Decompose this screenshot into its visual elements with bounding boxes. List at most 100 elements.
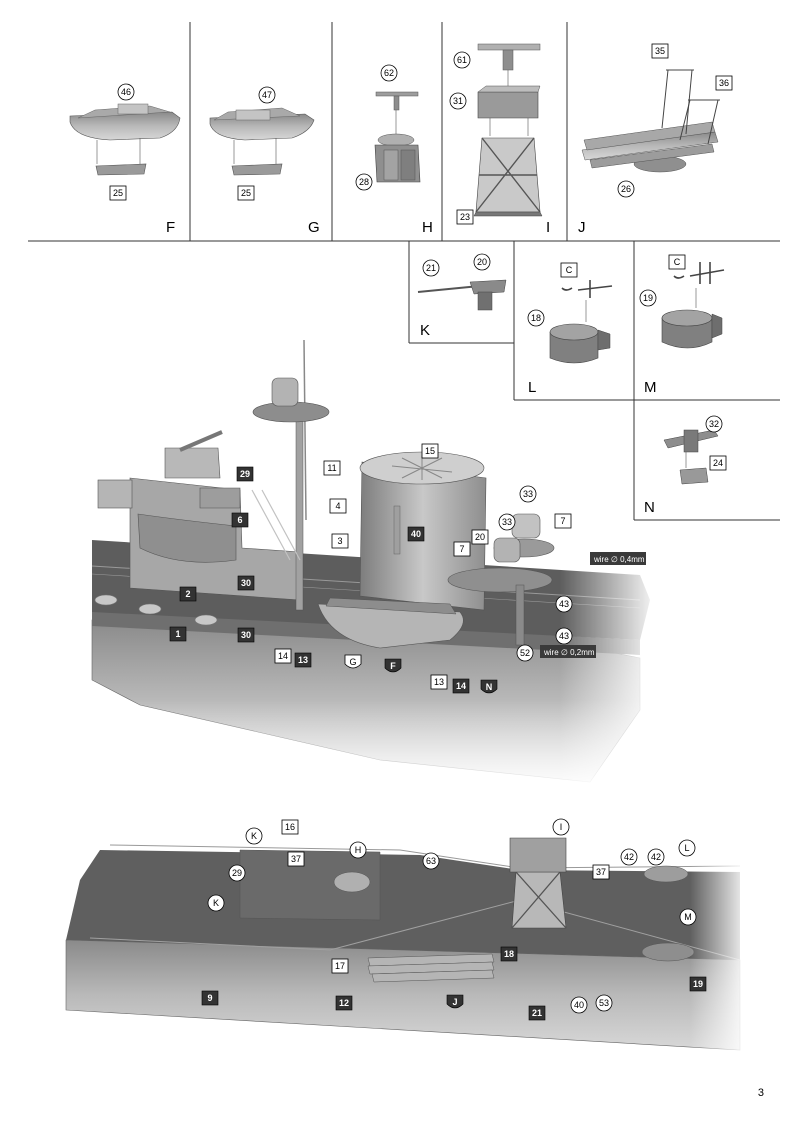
- svg-text:42: 42: [624, 852, 634, 862]
- lower-label-1: 16: [281, 819, 299, 835]
- svg-text:29: 29: [240, 469, 250, 479]
- panel-letter-k: K: [420, 322, 430, 339]
- boat-cradle-25: [95, 163, 147, 176]
- svg-text:20: 20: [475, 532, 485, 542]
- part-label-k-1: 21: [422, 259, 440, 277]
- svg-text:17: 17: [335, 961, 345, 971]
- upper-callout-n: N: [480, 679, 498, 694]
- upper-callout-g: G: [344, 654, 362, 669]
- yard-62: [375, 91, 419, 111]
- rack-36: [679, 99, 720, 145]
- panel-letter-f: F: [166, 219, 175, 236]
- svg-text:26: 26: [621, 184, 631, 194]
- panel-k: [417, 279, 507, 311]
- panel-m: [661, 262, 725, 349]
- upper-label-16: 1: [169, 626, 187, 642]
- upper-label-17: 14: [274, 648, 292, 664]
- part-label-k-2: 20: [473, 253, 491, 271]
- svg-text:16: 16: [285, 822, 295, 832]
- lower-label-7: 42: [647, 848, 665, 866]
- wire-note-1: wire ∅ 0,4mm: [590, 552, 646, 565]
- upper-label-12: 7: [453, 541, 471, 557]
- part-label-i-2: 31: [449, 92, 467, 110]
- part-label-g-2: 25: [237, 185, 255, 201]
- gun-32: [663, 429, 719, 453]
- svg-text:14: 14: [456, 681, 466, 691]
- upper-label-9: 33: [498, 513, 516, 531]
- svg-text:19: 19: [643, 293, 653, 303]
- part-label-m-1: C: [668, 254, 686, 270]
- svg-text:63: 63: [426, 856, 436, 866]
- lower-label-15: 19: [689, 976, 707, 992]
- lower-label-14: 53: [595, 994, 613, 1012]
- lower-label-13: 40: [570, 996, 588, 1014]
- svg-text:wire ∅ 0,4mm: wire ∅ 0,4mm: [593, 555, 645, 564]
- gun-20: [469, 279, 507, 311]
- svg-text:21: 21: [532, 1008, 542, 1018]
- torpedo-launcher-26: [581, 121, 719, 173]
- panel-l: [549, 280, 613, 364]
- svg-text:53: 53: [599, 998, 609, 1008]
- mount-part-c-b: [673, 262, 725, 284]
- motor-boat-47: [209, 107, 315, 141]
- upper-label-5: 6: [231, 512, 249, 528]
- part-label-h-2: 28: [355, 173, 373, 191]
- part-label-j-2: 36: [715, 75, 733, 91]
- upper-label-10: 20: [471, 529, 489, 545]
- panel-letter-j: J: [578, 219, 586, 236]
- svg-text:28: 28: [359, 177, 369, 187]
- svg-text:4: 4: [335, 501, 340, 511]
- svg-text:11: 11: [327, 463, 336, 473]
- svg-text:42: 42: [651, 852, 661, 862]
- lower-callout-3: K: [207, 894, 225, 912]
- panel-letter-g: G: [308, 219, 320, 236]
- base-28: [374, 133, 421, 183]
- svg-text:9: 9: [207, 993, 212, 1003]
- page-number: 3: [757, 1087, 764, 1099]
- svg-text:I: I: [560, 822, 563, 832]
- svg-text:46: 46: [121, 87, 131, 97]
- svg-text:18: 18: [504, 949, 514, 959]
- panel-letter-n: N: [644, 499, 655, 516]
- svg-text:24: 24: [713, 458, 723, 468]
- ring-base-18: [549, 323, 611, 364]
- upper-label-18: 13: [294, 652, 312, 668]
- svg-text:31: 31: [453, 96, 463, 106]
- part-label-l-1: C: [560, 262, 578, 278]
- svg-text:3: 3: [337, 536, 342, 546]
- lower-callout-5: L: [678, 839, 696, 857]
- svg-text:K: K: [213, 898, 219, 908]
- svg-text:62: 62: [384, 68, 394, 78]
- svg-text:61: 61: [457, 55, 467, 65]
- svg-text:32: 32: [709, 419, 719, 429]
- svg-text:M: M: [684, 912, 692, 922]
- svg-text:23: 23: [460, 212, 470, 222]
- svg-text:13: 13: [434, 677, 444, 687]
- svg-text:25: 25: [241, 188, 251, 198]
- upper-label-8: 33: [519, 485, 537, 503]
- svg-text:37: 37: [596, 867, 606, 877]
- svg-text:40: 40: [411, 529, 421, 539]
- panel-letter-l: L: [528, 379, 536, 396]
- panel-letter-m: M: [644, 379, 657, 396]
- lower-callout-1: K: [245, 827, 263, 845]
- svg-text:7: 7: [560, 516, 565, 526]
- stand-24: [679, 467, 709, 485]
- svg-text:1: 1: [175, 629, 180, 639]
- lower-label-6: 42: [620, 848, 638, 866]
- panel-i: [473, 43, 543, 217]
- upper-label-11: 7: [554, 513, 572, 529]
- panel-letters: F G H I J K L M N: [166, 219, 657, 516]
- wire-note-2: wire ∅ 0,2mm: [540, 645, 596, 658]
- svg-text:2: 2: [185, 589, 190, 599]
- lower-label-9: 17: [331, 958, 349, 974]
- motor-boat-46: [69, 103, 181, 141]
- upper-label-2: 11: [323, 460, 341, 476]
- svg-text:13: 13: [298, 655, 308, 665]
- svg-text:7: 7: [459, 544, 464, 554]
- svg-text:47: 47: [262, 90, 272, 100]
- lower-label-8: 9: [201, 990, 219, 1006]
- svg-text:N: N: [486, 682, 493, 692]
- svg-text:wire ∅ 0,2mm: wire ∅ 0,2mm: [543, 648, 595, 657]
- svg-text:K: K: [251, 831, 257, 841]
